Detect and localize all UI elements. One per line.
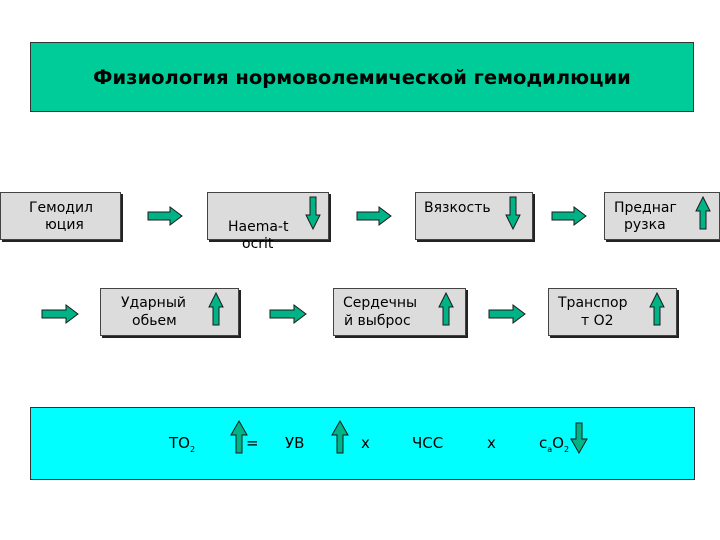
up-arrow-icon — [230, 419, 248, 454]
box-viscosity: Вязкость — [415, 192, 533, 240]
box-preload: Преднаг рузка — [604, 192, 720, 240]
formula-to-sub: 2 — [189, 445, 196, 454]
formula-uv: УВ — [285, 434, 305, 452]
up-arrow-icon — [695, 195, 711, 230]
box-haematocrit-line2: ocrit — [242, 236, 274, 252]
formula-cao2: caO2 — [539, 434, 569, 454]
box-o2-transport-line1: Транспор — [558, 295, 628, 311]
box-preload-line2: рузка — [624, 217, 666, 233]
right-arrow-icon — [269, 304, 307, 324]
box-cardiac-output-line2: й выброс — [344, 313, 411, 329]
formula-ca-c: c — [539, 434, 548, 452]
box-cardiac-output: Сердечны й выброс — [333, 288, 466, 336]
box-hemodilution-line1: Гемодил — [29, 200, 94, 216]
up-arrow-icon — [438, 291, 454, 326]
up-arrow-icon — [331, 419, 349, 454]
up-arrow-icon — [649, 291, 665, 326]
down-arrow-icon — [505, 196, 521, 231]
title-banner: Физиология нормоволемической гемодилюции — [30, 42, 694, 112]
box-stroke-volume-line1: Ударный — [121, 295, 186, 311]
box-hemodilution: Гемодил юция — [0, 192, 121, 240]
formula-equals: = — [246, 434, 259, 452]
right-arrow-icon — [41, 304, 79, 324]
box-haematocrit-line1: Haema-t — [228, 219, 289, 235]
formula-to: TO2 — [169, 434, 195, 454]
box-hemodilution-line2: юция — [45, 217, 84, 233]
box-haematocrit: Haema-t ocrit — [207, 192, 329, 252]
formula-o-sub: 2 — [563, 445, 570, 454]
box-stroke-volume: Ударный обьем — [100, 288, 239, 336]
formula-multiply-2: x — [487, 434, 496, 452]
box-o2-transport-line2: т О2 — [581, 313, 614, 329]
box-stroke-volume-line2: обьем — [132, 313, 177, 329]
right-arrow-icon — [551, 206, 587, 226]
formula-o: O — [552, 434, 564, 452]
up-arrow-icon — [208, 291, 224, 326]
formula-chss: ЧСС — [412, 434, 444, 452]
box-cardiac-output-line1: Сердечны — [343, 295, 418, 311]
down-arrow-icon — [570, 422, 588, 455]
box-preload-line1: Преднаг — [614, 200, 677, 216]
formula-box: TO2 = УВ x ЧСС x caO2 — [30, 407, 695, 480]
box-viscosity-label: Вязкость — [424, 200, 491, 216]
formula-multiply-1: x — [361, 434, 370, 452]
right-arrow-icon — [147, 206, 183, 226]
formula-to-text: TO — [169, 434, 190, 452]
right-arrow-icon — [356, 206, 392, 226]
down-arrow-icon — [305, 196, 321, 231]
box-o2-transport: Транспор т О2 — [548, 288, 677, 336]
right-arrow-icon — [488, 304, 526, 324]
formula-ca-sub: a — [547, 445, 553, 454]
diagram-title: Физиология нормоволемической гемодилюции — [93, 65, 631, 89]
